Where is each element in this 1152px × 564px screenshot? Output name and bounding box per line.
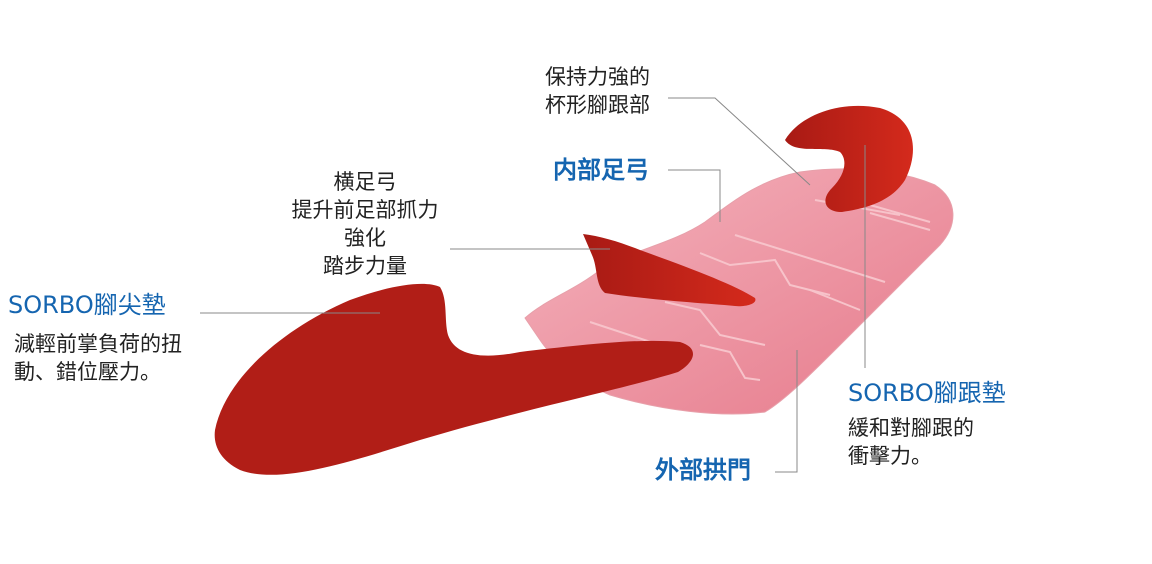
inner-arch-label: 内部足弓 <box>553 156 649 184</box>
transverse-arch-line-4: 踏步力量 <box>323 254 407 278</box>
leader-lines <box>200 97 866 473</box>
heel-pad-desc-line-2: 衝擊力。 <box>848 444 932 468</box>
arch-wedge <box>583 234 756 307</box>
toe-pad-description: 減輕前掌負荷的扭 動、錯位壓力。 <box>14 330 182 386</box>
transverse-arch-line-1: 横足弓 <box>333 170 397 194</box>
transverse-arch-line-3: 強化 <box>344 226 386 250</box>
heel-pad-desc-line-1: 緩和對腳跟的 <box>848 416 974 440</box>
heel-pad-description: 緩和對腳跟的 衝擊力。 <box>848 414 974 470</box>
transverse-arch-label: 横足弓 提升前足部抓力 強化 踏步力量 <box>275 168 455 280</box>
toe-pad <box>214 283 693 475</box>
toe-pad-title: SORBO腳尖墊 <box>8 291 166 319</box>
transverse-arch-line-2: 提升前足部抓力 <box>291 198 439 222</box>
toe-pad-desc-line-2: 動、錯位壓力。 <box>14 360 161 384</box>
heel-cup-label: 保持力強的 杯形腳跟部 <box>545 63 650 119</box>
heel-cup-line-1: 保持力強的 <box>545 65 650 89</box>
heel-pad-title: SORBO腳跟墊 <box>848 379 1006 407</box>
heel-cup-line-2: 杯形腳跟部 <box>545 93 650 117</box>
outer-arch-label: 外部拱門 <box>655 456 751 484</box>
toe-pad-desc-line-1: 減輕前掌負荷的扭 <box>14 332 182 356</box>
heel-pad <box>785 105 913 212</box>
